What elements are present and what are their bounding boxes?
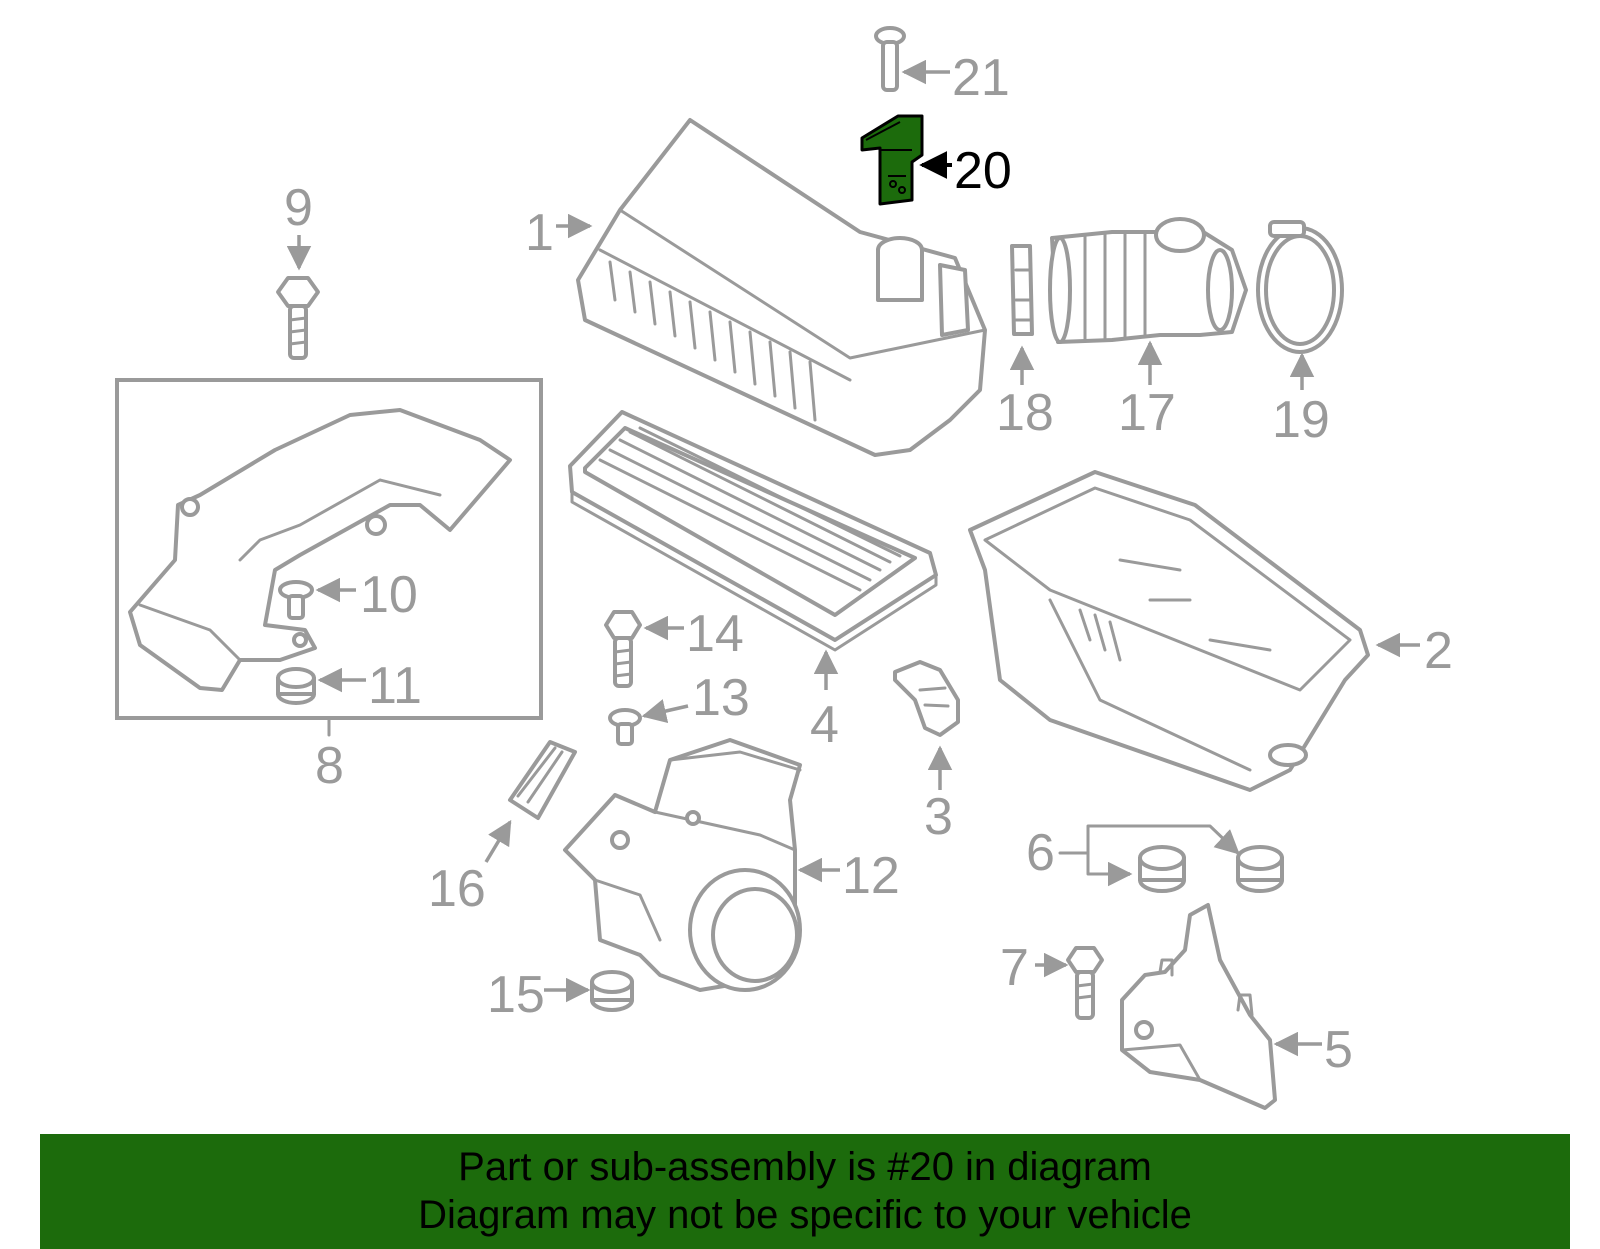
leader-6a (1058, 851, 1130, 876)
part-5-mount-bracket[interactable] (1120, 903, 1277, 1110)
part-1-air-cleaner-cover[interactable] (576, 118, 987, 457)
callout-4[interactable]: 4 (810, 696, 839, 754)
callout-1[interactable]: 1 (525, 204, 554, 262)
part-12-housing[interactable] (563, 738, 802, 992)
part-21-bolt[interactable] (874, 26, 906, 92)
callout-2[interactable]: 2 (1424, 622, 1453, 680)
callout-18[interactable]: 18 (996, 384, 1054, 442)
callout-19[interactable]: 19 (1272, 391, 1330, 449)
part-19-clamp[interactable] (1256, 220, 1344, 354)
callout-21[interactable]: 21 (952, 49, 1010, 107)
part-16-gasket-strip[interactable] (508, 740, 577, 820)
part-4-air-filter[interactable] (568, 410, 938, 652)
callout-13[interactable]: 13 (692, 669, 750, 727)
part-10-screw[interactable] (278, 580, 314, 620)
callout-3[interactable]: 3 (924, 788, 953, 846)
arrow-13 (641, 699, 689, 724)
arrow-16 (484, 819, 512, 863)
callout-5[interactable]: 5 (1324, 1021, 1353, 1079)
callout-16[interactable]: 16 (428, 860, 486, 918)
part-3-clip[interactable] (893, 660, 960, 737)
part-9-bolt[interactable] (276, 276, 320, 360)
callout-20[interactable]: 20 (954, 142, 1012, 200)
part-18-sensor[interactable] (1010, 244, 1034, 336)
callout-15[interactable]: 15 (487, 966, 545, 1024)
callout-6[interactable]: 6 (1026, 824, 1055, 882)
callout-10[interactable]: 10 (360, 566, 418, 624)
banner-line-1: Part or sub-assembly is #20 in diagram (458, 1145, 1152, 1189)
part-14-bolt[interactable] (604, 610, 642, 688)
part-6-grommet-left[interactable] (1138, 845, 1186, 893)
part-11-grommet[interactable] (276, 667, 316, 705)
callout-9[interactable]: 9 (284, 179, 313, 237)
part-2-air-cleaner-case[interactable] (968, 470, 1370, 792)
callout-8[interactable]: 8 (315, 737, 344, 795)
callout-14[interactable]: 14 (686, 605, 744, 663)
arrow-6b (1213, 829, 1240, 855)
part-6-grommet-right[interactable] (1236, 845, 1284, 893)
part-13-screw[interactable] (608, 708, 642, 746)
part-7-bolt[interactable] (1066, 946, 1104, 1020)
notice-banner: Part or sub-assembly is #20 in diagram D… (40, 1134, 1570, 1249)
callout-11[interactable]: 11 (368, 657, 422, 715)
callout-7[interactable]: 7 (1000, 939, 1029, 997)
part-8-intake-duct[interactable] (128, 408, 512, 692)
part-17-intake-hose[interactable] (1048, 217, 1248, 344)
part-15-grommet[interactable] (590, 970, 634, 1012)
part-20-bracket-highlighted[interactable] (860, 114, 924, 206)
banner-line-2: Diagram may not be specific to your vehi… (418, 1193, 1192, 1237)
callout-12[interactable]: 12 (842, 847, 900, 905)
callout-17[interactable]: 17 (1118, 384, 1176, 442)
